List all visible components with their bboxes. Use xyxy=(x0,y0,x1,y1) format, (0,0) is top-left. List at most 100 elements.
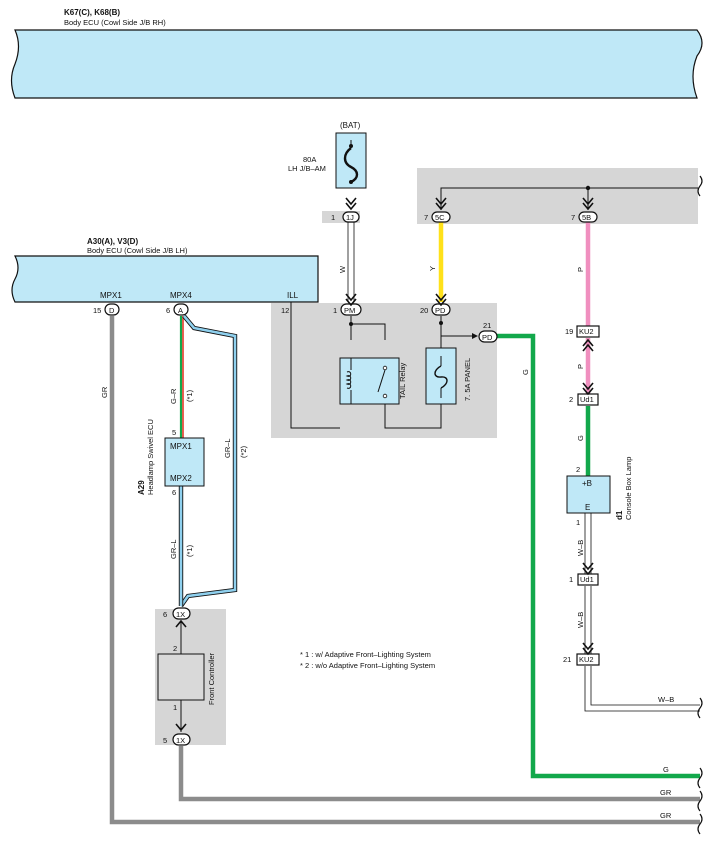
wire-label-gr-out2: GR xyxy=(660,811,672,820)
console-pin-2: 2 xyxy=(576,465,580,474)
front-controller-box xyxy=(157,653,205,701)
swivel-pin-6: 6 xyxy=(172,488,176,497)
note-2: * 2 : w/o Adaptive Front–Lighting System xyxy=(300,661,435,670)
wire-label-gr-l-swivel: GR–L xyxy=(169,539,178,559)
wire-label-g-out: G xyxy=(663,765,669,774)
svg-text:20: 20 xyxy=(420,306,428,315)
svg-text:5C: 5C xyxy=(435,213,445,222)
connector-pd-21: PD 21 xyxy=(478,321,498,343)
connector-5b: 5B 7 xyxy=(571,211,598,223)
connector-ud1-1: Ud1 1 xyxy=(569,573,599,586)
svg-text:1J: 1J xyxy=(346,213,354,222)
wire-label-wb-out: W–B xyxy=(658,695,674,704)
connector-ud1-2: Ud1 2 xyxy=(569,393,599,406)
wire-label-g-r: G–R xyxy=(169,388,178,404)
junction-block-shade xyxy=(417,168,698,224)
swivel-pin-5: 5 xyxy=(172,428,176,437)
tail-relay-label: TAIL Relay xyxy=(398,362,407,399)
gray-wire-gr-controller xyxy=(178,746,700,802)
wire-label-gr-l-bypass-note: (*2) xyxy=(239,445,248,458)
svg-text:6: 6 xyxy=(163,610,167,619)
top-ecu-box xyxy=(10,29,703,99)
svg-text:15: 15 xyxy=(93,306,101,315)
relay-coil-icon xyxy=(345,371,352,389)
wire-label-p1: P xyxy=(576,267,585,272)
top-ecu-name: Body ECU (Cowl Side J/B RH) xyxy=(64,18,166,27)
fuse-source: (BAT) xyxy=(340,121,361,130)
body-ecu-pin-mpx4: MPX4 xyxy=(170,291,192,300)
svg-text:19: 19 xyxy=(565,327,573,336)
swivel-ecu-code: A29 xyxy=(137,480,146,495)
svg-text:Ud1: Ud1 xyxy=(580,395,594,404)
body-ecu-code: A30(A), V3(D) xyxy=(87,237,138,246)
wire-label-gr: GR xyxy=(100,386,109,398)
wire-label-wb1: W–B xyxy=(576,540,585,556)
panel-fuse-icon xyxy=(434,365,448,389)
svg-text:KU2: KU2 xyxy=(579,327,594,336)
front-controller-name: Front Controller xyxy=(207,652,216,705)
panel-arrow-icon xyxy=(472,333,478,339)
console-lamp-name: Console Box Lamp xyxy=(624,457,633,520)
connector-ku2-21: KU2 21 xyxy=(563,653,600,666)
terminal-arrows xyxy=(175,197,594,732)
console-pin-b: +B xyxy=(582,479,592,488)
ill-pin-12: 12 xyxy=(281,306,289,315)
svg-text:1: 1 xyxy=(569,575,573,584)
wire-label-gr-out1: GR xyxy=(660,788,672,797)
wire-grl-bypass-fill xyxy=(179,315,237,607)
wire-label-g2: G xyxy=(576,435,585,441)
svg-text:21: 21 xyxy=(483,321,491,330)
wire-label-wb2: W–B xyxy=(576,612,585,628)
swivel-ecu-box xyxy=(164,437,205,487)
swivel-pin-mpx1: MPX1 xyxy=(170,442,192,451)
body-ecu-box xyxy=(11,255,319,303)
svg-text:1X: 1X xyxy=(176,610,185,619)
svg-text:PM: PM xyxy=(344,306,355,315)
body-ecu-name: Body ECU (Cowl Side J/B LH) xyxy=(87,246,188,255)
connector-1j: 1J 1 xyxy=(331,211,360,223)
svg-text:21: 21 xyxy=(563,655,571,664)
svg-text:Ud1: Ud1 xyxy=(580,575,594,584)
gray-wire-gr-mpx1 xyxy=(109,316,700,825)
relay-coil-feed xyxy=(351,323,386,340)
svg-text:D: D xyxy=(109,306,115,315)
wire-label-g1: G xyxy=(521,369,530,375)
svg-text:1X: 1X xyxy=(176,736,185,745)
wire-label-p2: P xyxy=(576,364,585,369)
connector-1x-6: 1X 6 xyxy=(163,607,191,620)
svg-text:A: A xyxy=(178,306,183,315)
fuse-element-icon xyxy=(343,147,359,184)
tail-relay-box xyxy=(339,357,400,405)
connector-5c: 5C 7 xyxy=(424,211,451,223)
console-pin-1: 1 xyxy=(576,518,580,527)
connector-pd: PD 20 xyxy=(420,303,451,316)
top-ecu-code: K67(C), K68(B) xyxy=(64,8,120,17)
wire-label-gr-l-bypass: GR–L xyxy=(223,438,232,458)
panel-out xyxy=(440,323,476,337)
note-1: * 1 : w/ Adaptive Front–Lighting System xyxy=(300,650,431,659)
console-pin-e: E xyxy=(585,503,590,512)
connector-1x-5: 1X 5 xyxy=(163,733,191,746)
relay-switch-icon xyxy=(377,369,386,393)
svg-text:KU2: KU2 xyxy=(579,655,594,664)
svg-text:2: 2 xyxy=(569,395,573,404)
wire-break-marks xyxy=(697,175,703,835)
wire-label-g-r-note: (*1) xyxy=(185,389,194,402)
svg-text:5: 5 xyxy=(163,736,167,745)
fuse-rating: 80A xyxy=(303,155,316,164)
svg-text:PD: PD xyxy=(482,333,493,342)
panel-fuse-label: 7. 5A PANEL xyxy=(463,358,472,401)
wire-wb-group xyxy=(584,513,700,712)
swivel-pin-mpx2: MPX2 xyxy=(170,474,192,483)
svg-text:5B: 5B xyxy=(582,213,591,222)
bus-5c xyxy=(440,187,698,210)
wire-ill xyxy=(290,302,340,429)
connector-body-a: A 6 xyxy=(166,303,189,316)
relay-contact-top xyxy=(382,365,388,371)
svg-text:1: 1 xyxy=(331,213,335,222)
connector-pm: PM 1 xyxy=(333,303,362,316)
bus-node xyxy=(585,185,591,191)
svg-text:7: 7 xyxy=(424,213,428,222)
body-ecu-pin-mpx1: MPX1 xyxy=(100,291,122,300)
connector-body-d: D 15 xyxy=(93,303,120,316)
